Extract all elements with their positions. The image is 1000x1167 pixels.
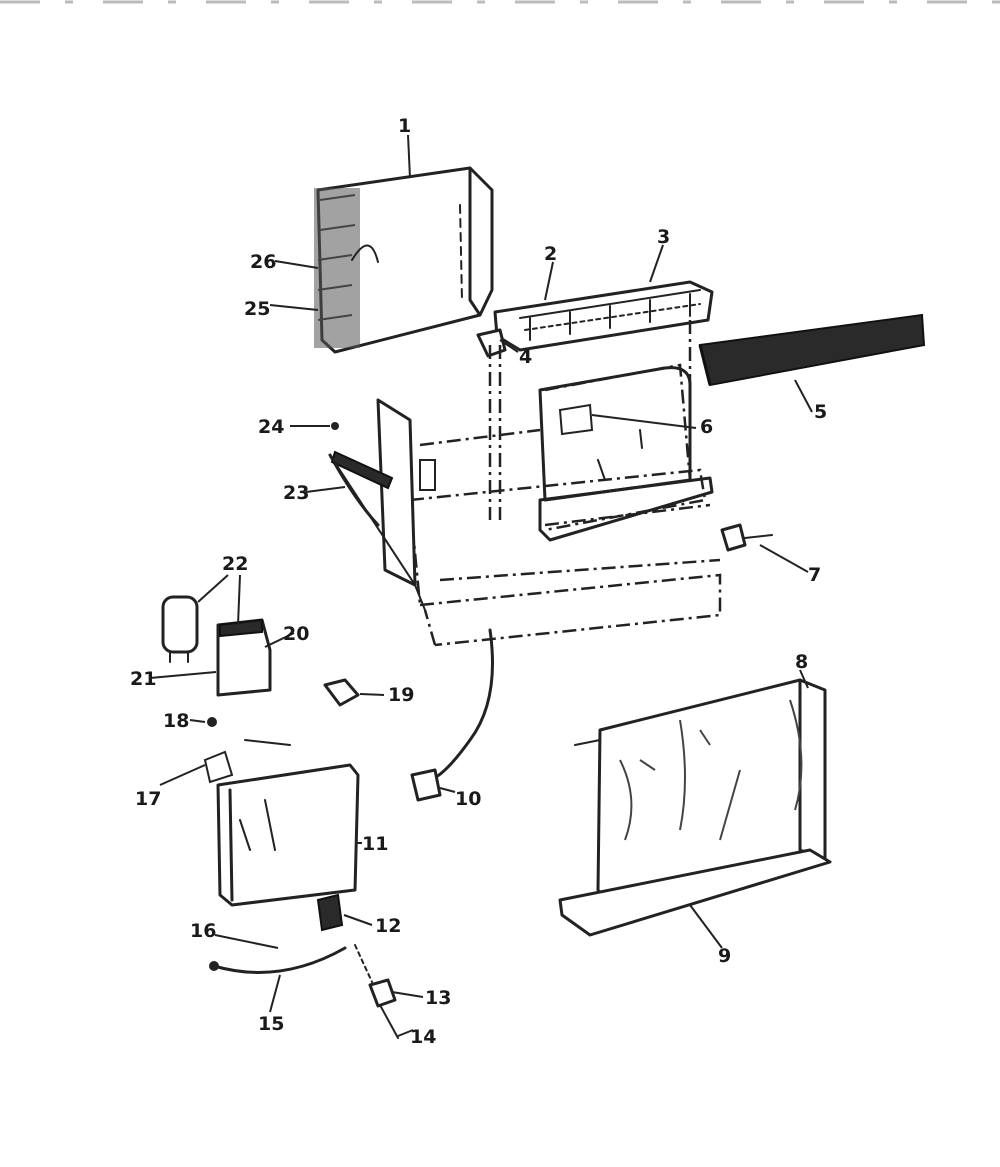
callout-21: 21 [130,668,156,690]
part-7-screw [720,523,773,552]
base-pan-outline [408,320,722,647]
callout-2: 2 [544,243,557,265]
callout-6: 6 [700,416,713,438]
part-13-14-fitting [354,944,399,1039]
part-20-bracket [216,618,272,697]
callout-12: 12 [375,915,401,937]
part-8-9-front-grille [558,678,832,937]
callout-14: 14 [410,1026,436,1048]
leader-lines [149,134,813,1037]
callout-15: 15 [258,1013,284,1035]
callout-26: 26 [250,251,276,273]
callout-9: 9 [718,945,731,967]
callout-labels: 1 2 3 4 5 6 7 8 9 10 11 12 13 14 15 16 1… [130,115,827,1048]
callout-16: 16 [190,920,216,942]
callout-25: 25 [244,298,270,320]
part-12-fitting [316,893,344,932]
callout-10: 10 [455,788,481,810]
callout-7: 7 [808,564,821,586]
callout-24: 24 [258,416,284,438]
callout-20: 20 [283,623,309,645]
callout-17: 17 [135,788,161,810]
part-3-top-bracket [493,280,714,352]
callout-19: 19 [388,684,414,706]
callout-3: 3 [657,226,670,248]
callout-1: 1 [398,115,411,137]
callout-11: 11 [362,833,388,855]
callout-23: 23 [283,482,309,504]
part-1-coil-housing [314,166,494,354]
part-10-power-cord [410,628,494,802]
callout-4: 4 [519,346,532,368]
part-15-hose [209,946,347,974]
part-19-bracket [323,678,360,707]
callout-13: 13 [425,987,451,1009]
part-22-capacitor [161,595,199,663]
part-5-seal-strip [698,313,926,387]
callout-5: 5 [814,401,827,423]
part-4-clip [476,328,507,358]
back-panel [538,366,714,542]
side-panel-left [328,398,436,611]
callout-18: 18 [163,710,189,732]
part-26-25-fins [314,188,360,348]
callout-8: 8 [795,651,808,673]
callout-22: 22 [222,553,248,575]
part-11-motor-housing [203,717,360,907]
